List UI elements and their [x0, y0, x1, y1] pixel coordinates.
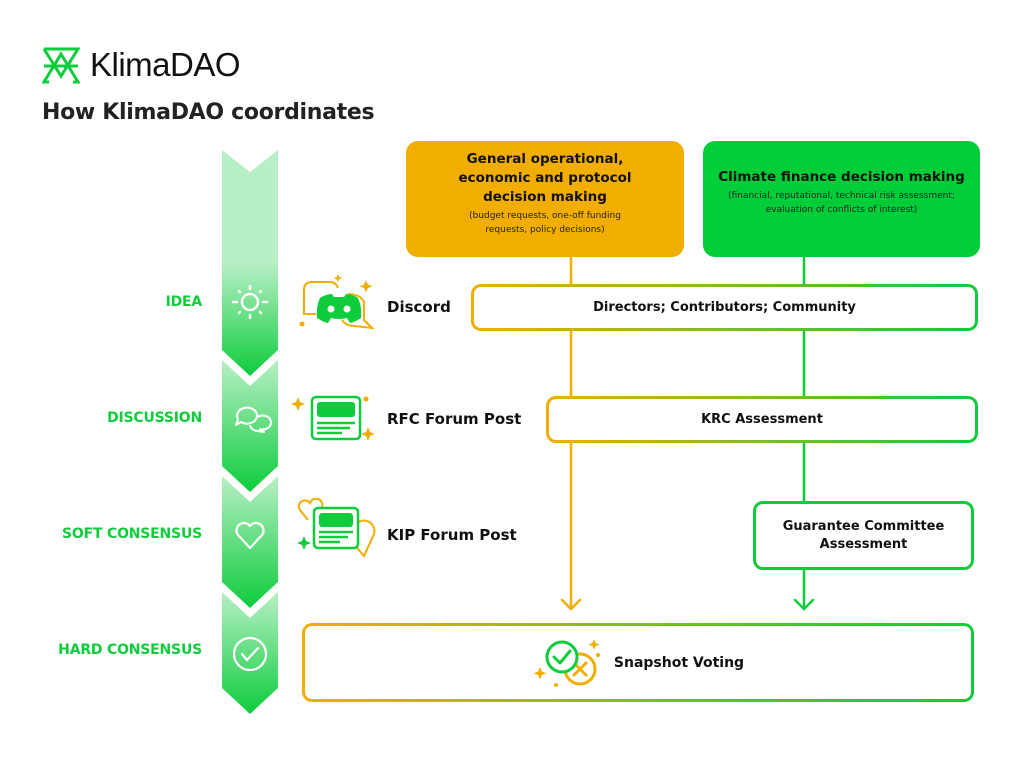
stage-label-hard-consensus: HARD CONSENSUS — [58, 642, 202, 658]
operational-decision-box: General operational, economic and protoc… — [406, 141, 684, 257]
vote-check-cross-icon — [533, 638, 600, 687]
channel-discord-label: Discord — [387, 298, 451, 316]
krc-assessment-box: KRC Assessment — [546, 396, 978, 443]
forum-post-heart-icon — [297, 498, 376, 558]
stage-chevron-idea — [222, 150, 278, 376]
snapshot-voting-label: Snapshot Voting — [613, 654, 745, 671]
krc-assessment-label: KRC Assessment — [549, 399, 975, 440]
channel-kip-label: KIP Forum Post — [387, 526, 517, 544]
sun-icon — [231, 284, 269, 320]
brand-name: KlimaDAO — [90, 46, 241, 83]
channel-rfc-label: RFC Forum Post — [387, 410, 522, 428]
check-circle-icon — [232, 636, 268, 672]
chat-bubbles-icon — [235, 406, 272, 433]
brand-header: KlimaDAO — [42, 46, 241, 84]
discord-icon — [299, 274, 375, 330]
climate-decision-title: Climate finance decision making — [718, 168, 965, 185]
klimadao-logo-icon — [42, 47, 80, 84]
climate-decision-subtitle: (financial, reputational, technical risk… — [728, 190, 955, 215]
stage-chevron-hard-consensus — [222, 592, 278, 714]
page-title: How KlimaDAO coordinates — [42, 100, 375, 125]
stage-progression-column — [222, 150, 278, 714]
heart-icon — [235, 521, 265, 550]
forum-post-icon — [291, 395, 374, 441]
climate-decision-box: Climate finance decision making (financi… — [703, 141, 980, 257]
stage-label-discussion: DISCUSSION — [107, 410, 202, 426]
community-step-box: Directors; Contributors; Community — [471, 284, 978, 331]
guarantee-committee-box: Guarantee Committee Assessment — [753, 501, 974, 570]
community-step-label: Directors; Contributors; Community — [474, 287, 975, 328]
snapshot-voting-box: Snapshot Voting — [302, 623, 974, 702]
stage-label-idea: IDEA — [165, 294, 203, 310]
guarantee-committee-label: Guarantee Committee Assessment — [782, 518, 945, 552]
stage-chevron-soft-consensus — [222, 476, 278, 608]
stage-label-soft-consensus: SOFT CONSENSUS — [62, 526, 202, 542]
operational-decision-title: General operational, economic and protoc… — [458, 150, 632, 205]
operational-decision-subtitle: (budget requests, one-off funding reques… — [469, 210, 621, 235]
